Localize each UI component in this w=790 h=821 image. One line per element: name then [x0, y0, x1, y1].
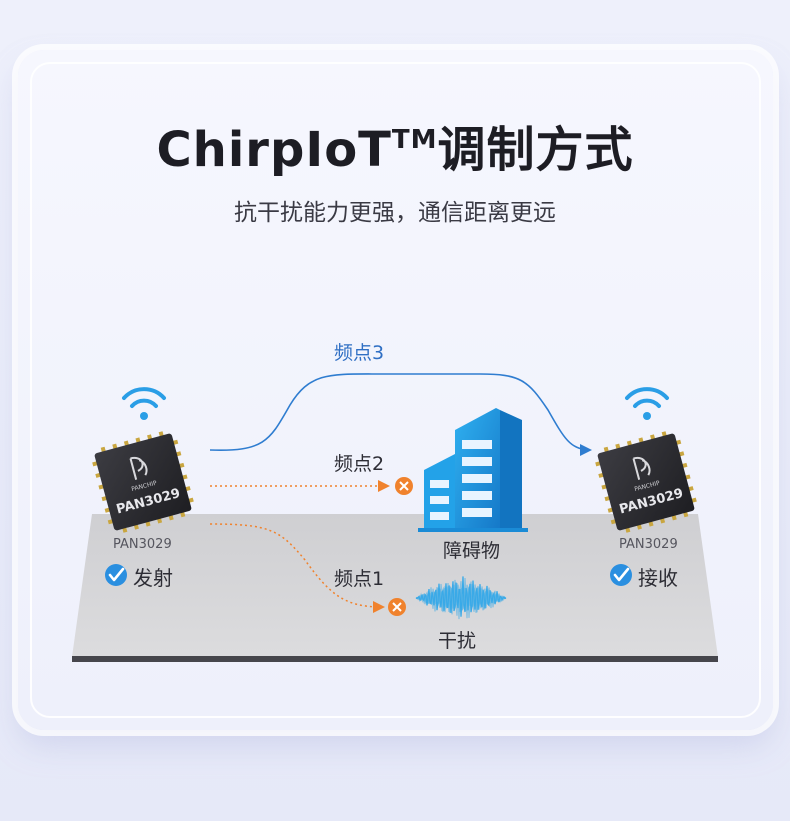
freq1-path: [209, 523, 379, 608]
receiver-wifi-icon: [625, 387, 669, 420]
sender-wifi-icon: [122, 387, 166, 420]
freq2-blocked-icon: [395, 477, 413, 495]
sender-role-label: 发射: [133, 566, 173, 590]
freq3-label: 频点3: [334, 342, 385, 364]
sender-chip-label: PAN3029: [113, 537, 172, 552]
sender-check-icon: [105, 564, 127, 586]
noise-waveform-icon: [415, 576, 507, 620]
sender-chip: PANCHIP PAN3029: [92, 431, 194, 533]
building-icon: [418, 408, 528, 532]
freq1-blocked-icon: [388, 598, 406, 616]
page-subtitle: 抗干扰能力更强，通信距离更远: [234, 200, 556, 226]
title-tail: 调制方式: [437, 122, 634, 178]
page-title: ChirpIoTTM调制方式: [0, 110, 790, 180]
freq1-arrowhead: [373, 601, 385, 613]
receiver-chip: PANCHIP PAN3029: [595, 431, 697, 533]
title-main: ChirpIoT: [156, 122, 392, 178]
card-inner-border: [30, 62, 761, 718]
receiver-role-label: 接收: [638, 566, 678, 590]
freq3-arrowhead: [580, 444, 592, 456]
freq2-label: 频点2: [334, 453, 385, 475]
interference-label: 干扰: [438, 630, 477, 652]
freq1-label: 频点1: [334, 568, 385, 590]
freq3-path: [209, 373, 589, 451]
receiver-check-icon: [610, 564, 632, 586]
obstacle-label: 障碍物: [443, 540, 501, 562]
freq2-arrowhead: [378, 480, 390, 492]
receiver-chip-label: PAN3029: [619, 537, 678, 552]
trademark-mark: TM: [391, 125, 438, 155]
ground-platform: [72, 514, 718, 662]
